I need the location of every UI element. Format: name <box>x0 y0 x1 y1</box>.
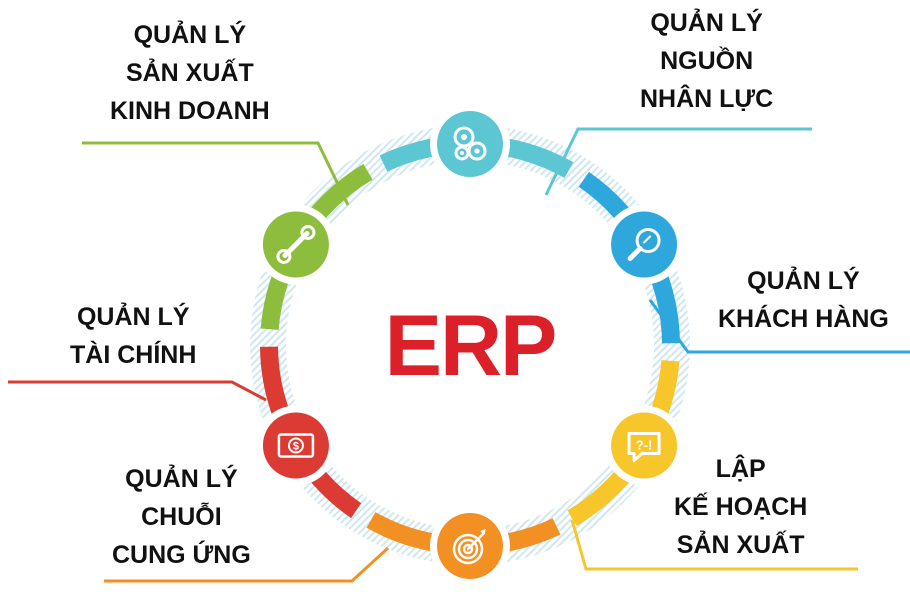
leader-line-hr <box>544 127 812 196</box>
ring-segment-production <box>260 164 373 330</box>
label-supply: QUẢN LÝ CHUỖI CUNG ỨNG <box>112 460 251 574</box>
label-production-line-1: QUẢN LÝ <box>133 21 247 49</box>
ring-segment-planning <box>567 360 680 526</box>
gears-icon <box>453 126 487 161</box>
label-planning-line-1: LẬP <box>715 455 766 483</box>
leader-line-finance <box>8 380 267 402</box>
label-finance: QUẢN LÝ TÀI CHÍNH <box>70 298 196 374</box>
ring-segment-hr <box>379 135 574 178</box>
leader-line-planning <box>570 519 858 571</box>
magnifier-icon <box>627 228 661 261</box>
dollar-sign: $ <box>293 441 299 453</box>
label-hr-line-2: NGUỒN <box>660 47 754 75</box>
icon-disc-finance <box>262 412 329 479</box>
leader-line-supply <box>104 546 390 583</box>
label-planning-line-2: KẾ HOẠCH <box>674 493 808 521</box>
label-supply-line-3: CUNG ỨNG <box>112 541 251 569</box>
erp-title: ERP <box>384 298 558 394</box>
label-finance-line-1: QUẢN LÝ <box>76 303 190 331</box>
leader-line-crm <box>648 299 910 354</box>
label-crm-line-1: QUẢN LÝ <box>747 267 860 295</box>
label-supply-line-1: QUẢN LÝ <box>125 465 238 493</box>
icon-disc-crm <box>611 211 678 278</box>
leader-line-production <box>82 141 350 206</box>
label-crm: QUẢN LÝ KHÁCH HÀNG <box>718 262 889 338</box>
label-crm-line-2: KHÁCH HÀNG <box>718 305 889 333</box>
module-icons: ?-! $ <box>255 104 685 586</box>
ring-segment-supply <box>366 512 561 555</box>
label-planning-line-3: SẢN XUẤT <box>676 531 805 559</box>
leader-lines <box>8 127 910 583</box>
label-planning: LẬP KẾ HOẠCH SẢN XUẤT <box>674 450 807 564</box>
icon-disc-planning <box>611 412 678 479</box>
bubble-text: ?-! <box>636 438 653 453</box>
label-hr: QUẢN LÝ NGUỒN NHÂN LỰC <box>640 4 773 118</box>
label-hr-line-3: NHÂN LỰC <box>640 85 774 113</box>
label-finance-line-2: TÀI CHÍNH <box>70 341 197 369</box>
label-production-line-2: SẢN XUẤT <box>125 59 254 87</box>
label-supply-line-2: CHUỖI <box>141 503 222 531</box>
target-icon <box>452 529 486 565</box>
wrench-icon <box>276 225 316 264</box>
label-hr-line-1: QUẢN LÝ <box>650 9 763 37</box>
label-production: QUẢN LÝ SẢN XUẤT KINH DOANH <box>110 16 270 130</box>
banknote-icon: $ <box>277 433 315 458</box>
speech-bubble-icon: ?-! <box>627 432 661 462</box>
label-production-line-3: KINH DOANH <box>110 97 270 125</box>
